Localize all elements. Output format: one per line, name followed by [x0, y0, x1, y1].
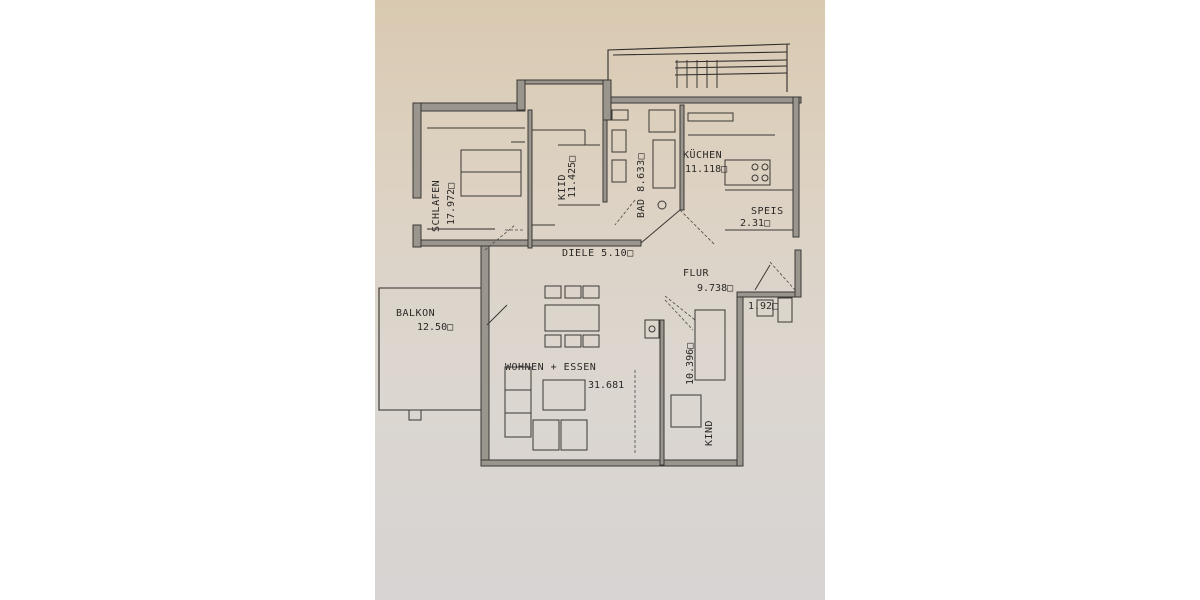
room-label-flur: FLUR — [683, 268, 710, 279]
kind-furniture — [644, 299, 726, 428]
room-label-diele: DIELE 5.10□ — [562, 248, 634, 259]
area-flur: 9.738□ — [697, 283, 733, 294]
area-wc: 1.92□ — [748, 301, 778, 312]
stairs — [607, 43, 791, 115]
room-label-bad: BAD 8.633□ — [636, 153, 647, 218]
room-label-wohnen: WOHNEN + ESSEN — [505, 362, 596, 373]
area-kiid: 11.425□ — [567, 156, 578, 198]
area-speis: 2.31□ — [740, 218, 770, 229]
room-label-kiid: KIID — [557, 174, 568, 200]
room-label-schlafen: SCHLAFEN — [431, 180, 442, 232]
flur-lines — [640, 209, 796, 323]
floor-plan-paper: SCHLAFEN 17.972□ KIID 11.425□ BAD 8.633□… — [375, 0, 825, 600]
schlafen-furniture — [427, 127, 525, 251]
room-label-kind: KIND — [704, 420, 715, 446]
walls — [412, 79, 802, 467]
area-kuechen: 11.118□ — [685, 164, 727, 175]
room-label-kuechen: KÜCHEN — [683, 148, 722, 161]
area-wohnen: 31.681 — [588, 380, 624, 391]
room-label-speis: SPEIS — [751, 206, 784, 217]
area-schlafen: 17.972□ — [446, 183, 457, 225]
kiid-furniture — [532, 129, 600, 226]
floor-plan-drawing: SCHLAFEN 17.972□ KIID 11.425□ BAD 8.633□… — [378, 43, 802, 467]
balkon-outline — [378, 287, 481, 421]
bad-fixtures — [611, 109, 676, 226]
kueche-fixtures — [679, 112, 793, 246]
room-label-balkon: BALKON — [396, 308, 435, 319]
area-kind: 10.396□ — [685, 343, 696, 385]
wohnen-furniture — [486, 285, 636, 455]
area-balkon: 12.50□ — [417, 322, 453, 333]
